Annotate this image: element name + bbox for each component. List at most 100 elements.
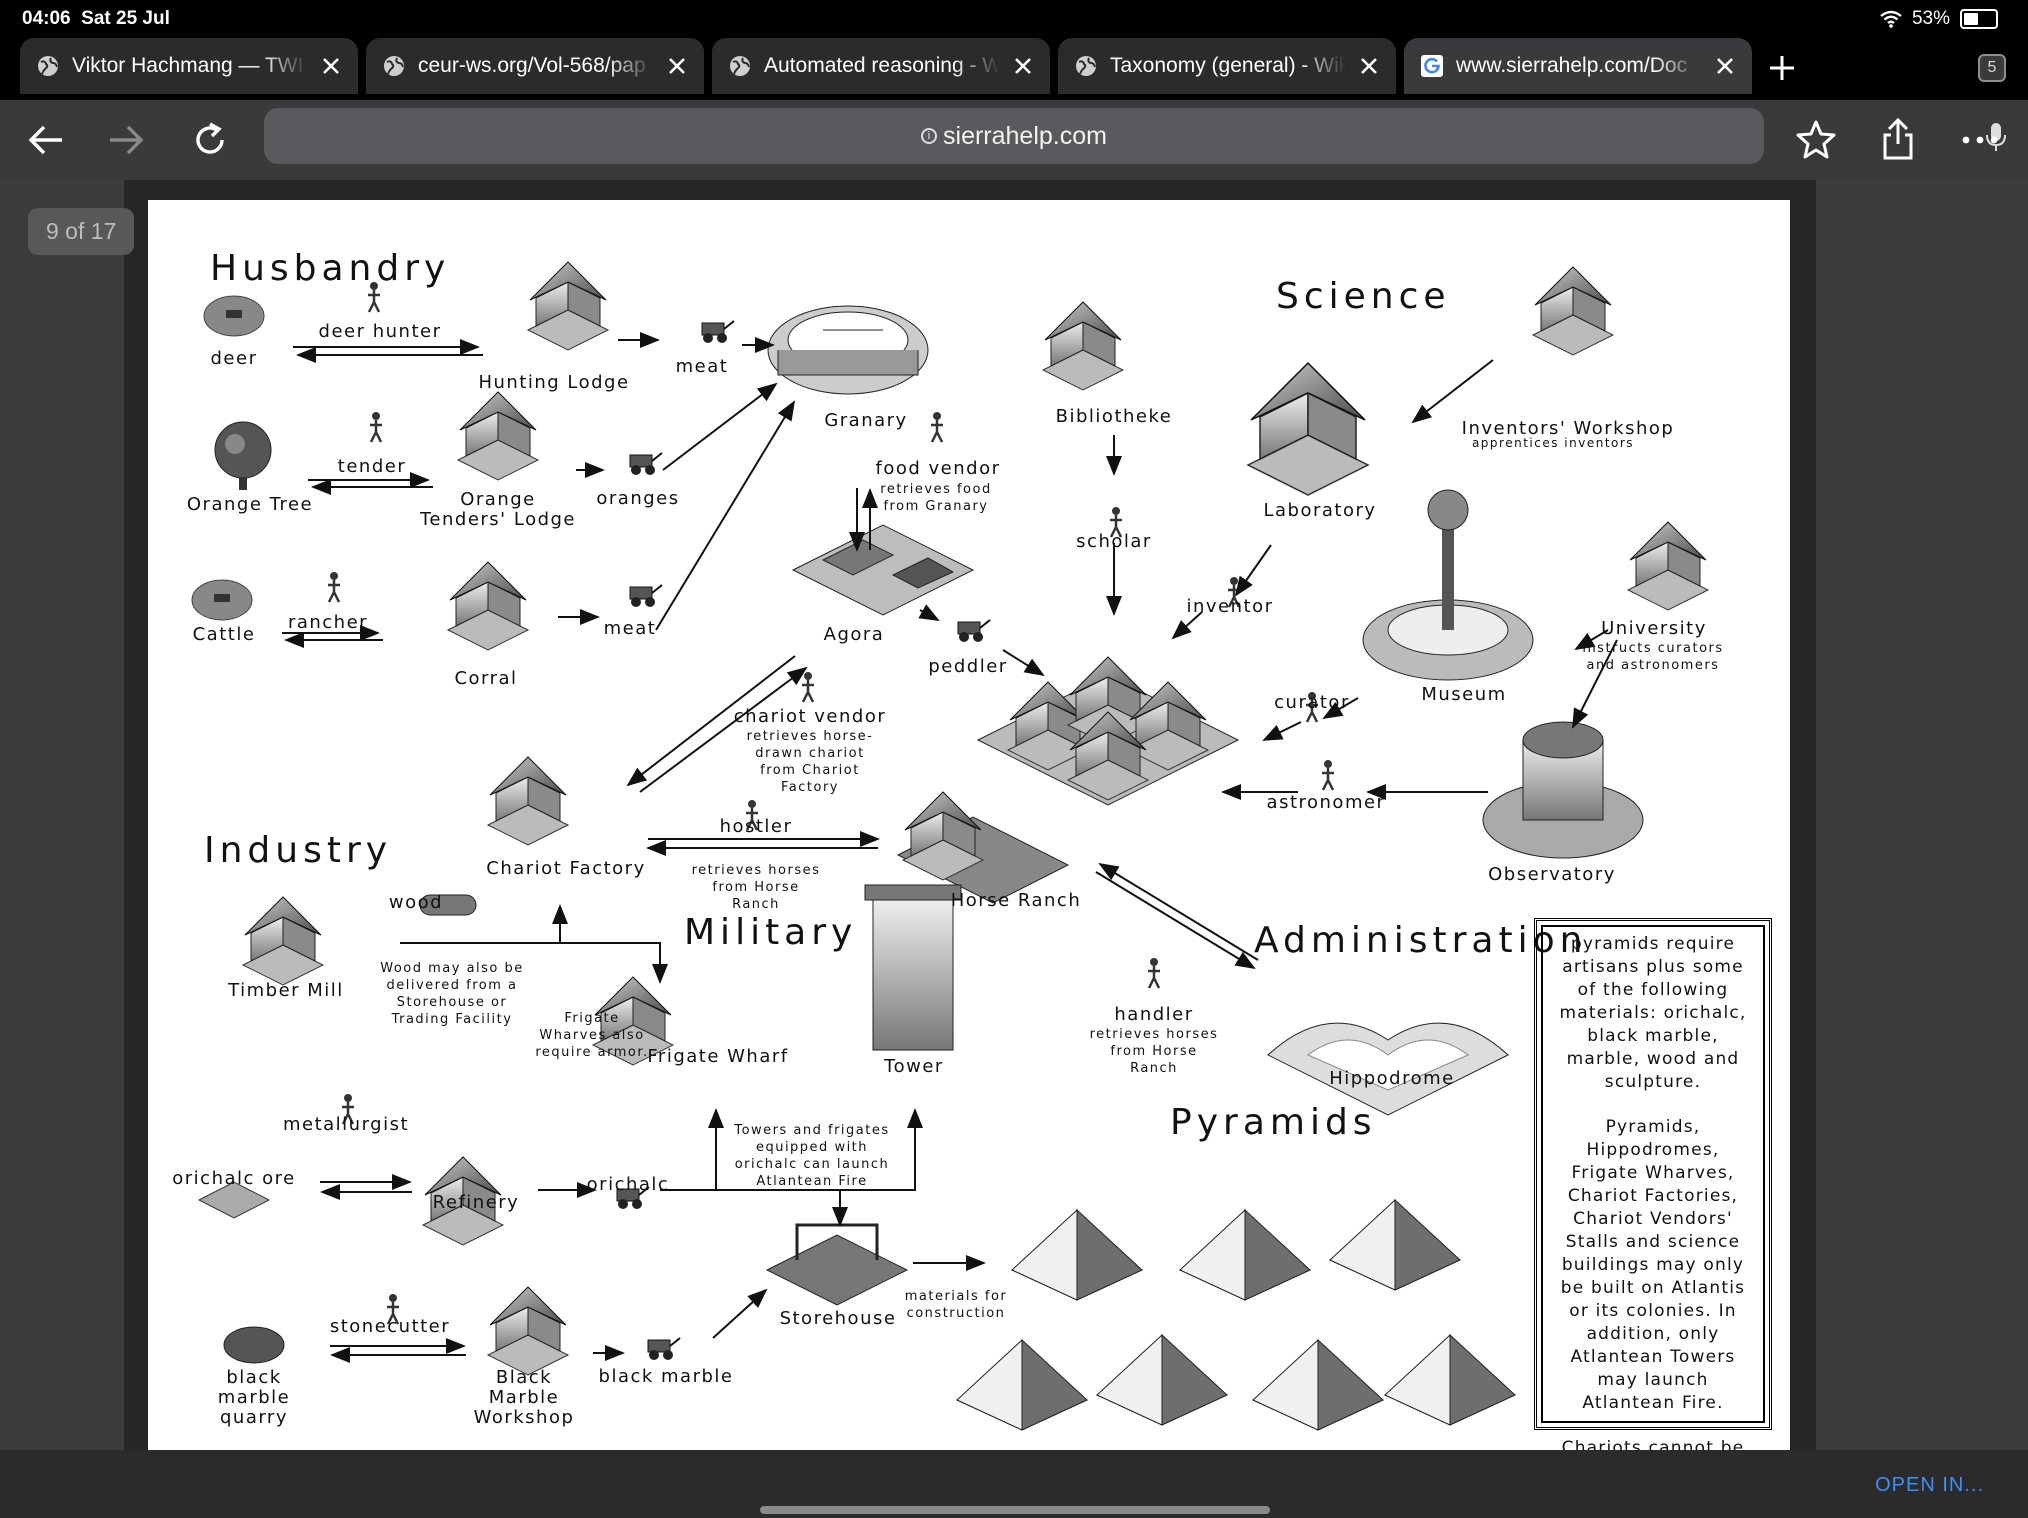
close-icon[interactable] bbox=[1714, 55, 1736, 77]
note-towers: Towers and frigates equipped with oricha… bbox=[734, 1123, 890, 1189]
globe-icon bbox=[1076, 56, 1096, 76]
label-tender: tender bbox=[337, 456, 407, 477]
label-black-marble-quarry: black marble quarry bbox=[217, 1367, 291, 1428]
label-cattle: Cattle bbox=[192, 624, 256, 645]
close-icon[interactable] bbox=[1012, 55, 1034, 77]
note-materials: materials for construction bbox=[904, 1289, 1008, 1321]
label-frigate-wharf: Frigate Wharf bbox=[647, 1046, 789, 1067]
label-orichalc-ore: orichalc ore bbox=[172, 1168, 296, 1189]
info-atlantis: Pyramids, Hippodromes, Frigate Wharves, … bbox=[1560, 1117, 1746, 1413]
label-laboratory: Laboratory bbox=[1263, 500, 1377, 521]
heading-industry: Industry bbox=[204, 830, 393, 871]
note-handler: retrieves horses from Horse Ranch bbox=[1089, 1027, 1219, 1076]
label-black-marble: black marble bbox=[598, 1366, 734, 1387]
label-orange-tenders-lodge: Orange Tenders' Lodge bbox=[419, 489, 577, 530]
note-hostler: retrieves horses from Horse Ranch bbox=[691, 863, 821, 912]
url-text: sierrahelp.com bbox=[943, 121, 1107, 150]
forward-arrow-icon[interactable] bbox=[102, 116, 150, 164]
label-timber-mill: Timber Mill bbox=[228, 980, 344, 1001]
microphone-icon[interactable] bbox=[1984, 122, 2008, 152]
note-frigate: Frigate Wharves also require armor. bbox=[535, 1011, 649, 1060]
note-wood: Wood may also be delivered from a Storeh… bbox=[380, 961, 524, 1027]
close-icon[interactable] bbox=[666, 55, 688, 77]
more-menu-icon[interactable] bbox=[1956, 116, 2004, 164]
bottom-bar: OPEN IN... bbox=[0, 1450, 2028, 1518]
tab-title: Automated reasoning - W bbox=[764, 54, 1000, 77]
status-time: 04:06 Sat 25 Jul bbox=[22, 8, 170, 29]
label-refinery: Refinery bbox=[432, 1192, 520, 1213]
label-handler: handler bbox=[1114, 1004, 1194, 1025]
tab-automated-reasoning[interactable]: Automated reasoning - W bbox=[712, 38, 1050, 94]
label-deer-hunter: deer hunter bbox=[318, 321, 442, 342]
globe-icon bbox=[384, 56, 404, 76]
battery-icon bbox=[1960, 9, 1998, 29]
heading-pyramids: Pyramids bbox=[1170, 1102, 1377, 1143]
note-inventors-workshop: apprentices inventors bbox=[1471, 436, 1635, 450]
label-hippodrome: Hippodrome bbox=[1329, 1068, 1455, 1089]
label-observatory: Observatory bbox=[1488, 864, 1616, 885]
label-rancher: rancher bbox=[287, 612, 369, 633]
tab-title: ceur-ws.org/Vol-568/pap bbox=[418, 54, 646, 77]
tab-ceur-ws[interactable]: ceur-ws.org/Vol-568/pap bbox=[366, 38, 704, 94]
document-page: Husbandry Science Industry Military Admi… bbox=[148, 200, 1790, 1504]
close-icon[interactable] bbox=[1358, 55, 1380, 77]
tab-taxonomy[interactable]: Taxonomy (general) - Wik bbox=[1058, 38, 1396, 94]
label-astronomer: astronomer bbox=[1266, 792, 1386, 813]
label-storehouse: Storehouse bbox=[779, 1308, 897, 1329]
note-food-vendor: retrieves food from Granary bbox=[880, 482, 992, 514]
status-bar: 04:06 Sat 25 Jul 53% bbox=[0, 0, 2028, 38]
google-icon bbox=[1421, 55, 1443, 77]
label-scholar: scholar bbox=[1076, 531, 1152, 552]
label-chariot-vendor: chariot vendor bbox=[733, 706, 887, 727]
battery-percent: 53% bbox=[1911, 8, 1950, 29]
site-info-icon[interactable]: i bbox=[921, 128, 938, 144]
label-museum: Museum bbox=[1421, 684, 1507, 705]
label-agora: Agora bbox=[823, 624, 885, 645]
label-horse-ranch: Horse Ranch bbox=[950, 890, 1082, 911]
bookmark-star-icon[interactable] bbox=[1792, 116, 1840, 164]
browser-toolbar: i sierrahelp.com bbox=[0, 100, 2028, 180]
label-inventors-workshop: Inventors' Workshop bbox=[1461, 418, 1675, 439]
share-icon[interactable] bbox=[1874, 116, 1922, 164]
new-tab-plus-icon[interactable] bbox=[1762, 48, 1802, 88]
label-corral: Corral bbox=[454, 668, 518, 689]
tab-sierrahelp[interactable]: www.sierrahelp.com/Doc bbox=[1404, 38, 1752, 94]
label-metallurgist: metallurgist bbox=[282, 1114, 410, 1135]
label-orichalc: orichalc bbox=[586, 1174, 670, 1195]
reload-icon[interactable] bbox=[186, 116, 234, 164]
diagram-artwork bbox=[191, 261, 1709, 1431]
document-viewer[interactable]: Husbandry Science Industry Military Admi… bbox=[0, 180, 2028, 1504]
heading-military: Military bbox=[684, 912, 858, 953]
back-arrow-icon[interactable] bbox=[22, 116, 70, 164]
close-icon[interactable] bbox=[320, 55, 342, 77]
open-in-button[interactable]: OPEN IN... bbox=[1875, 1474, 1984, 1496]
page-indicator: 9 of 17 bbox=[28, 208, 135, 255]
label-inventor: inventor bbox=[1186, 596, 1274, 617]
home-indicator[interactable] bbox=[760, 1506, 1270, 1514]
label-meat-2: meat bbox=[603, 618, 657, 639]
label-chariot-factory: Chariot Factory bbox=[486, 858, 646, 879]
label-black-marble-workshop: Black Marble Workshop bbox=[473, 1367, 575, 1428]
address-bar[interactable]: i sierrahelp.com bbox=[264, 108, 2006, 164]
tab-count-button[interactable]: 5 bbox=[1978, 54, 2006, 82]
label-curator: curator bbox=[1274, 692, 1350, 713]
tab-strip: Viktor Hachmang — TWI ceur-ws.org/Vol-56… bbox=[0, 38, 2028, 100]
label-hunting-lodge: Hunting Lodge bbox=[478, 372, 630, 393]
label-stonecutter: stonecutter bbox=[329, 1316, 451, 1337]
tab-title: www.sierrahelp.com/Doc bbox=[1456, 54, 1688, 77]
label-food-vendor: food vendor bbox=[875, 458, 1001, 479]
globe-icon bbox=[730, 56, 750, 76]
pyramids-info-box: pyramids require artisans plus some of t… bbox=[1534, 918, 1772, 1504]
label-oranges: oranges bbox=[596, 488, 680, 509]
tab-viktor-hachmang[interactable]: Viktor Hachmang — TWI bbox=[20, 38, 358, 94]
label-hostler: hostler bbox=[719, 816, 793, 837]
tab-title: Taxonomy (general) - Wik bbox=[1110, 54, 1346, 77]
label-bibliotheke: Bibliotheke bbox=[1055, 406, 1173, 427]
heading-science: Science bbox=[1276, 276, 1451, 317]
label-wood: wood bbox=[388, 892, 444, 913]
label-meat: meat bbox=[675, 356, 729, 377]
label-deer: deer bbox=[210, 348, 258, 369]
wifi-icon bbox=[1880, 10, 1902, 28]
heading-administration: Administration bbox=[1254, 920, 1588, 961]
label-university: University bbox=[1601, 618, 1707, 639]
